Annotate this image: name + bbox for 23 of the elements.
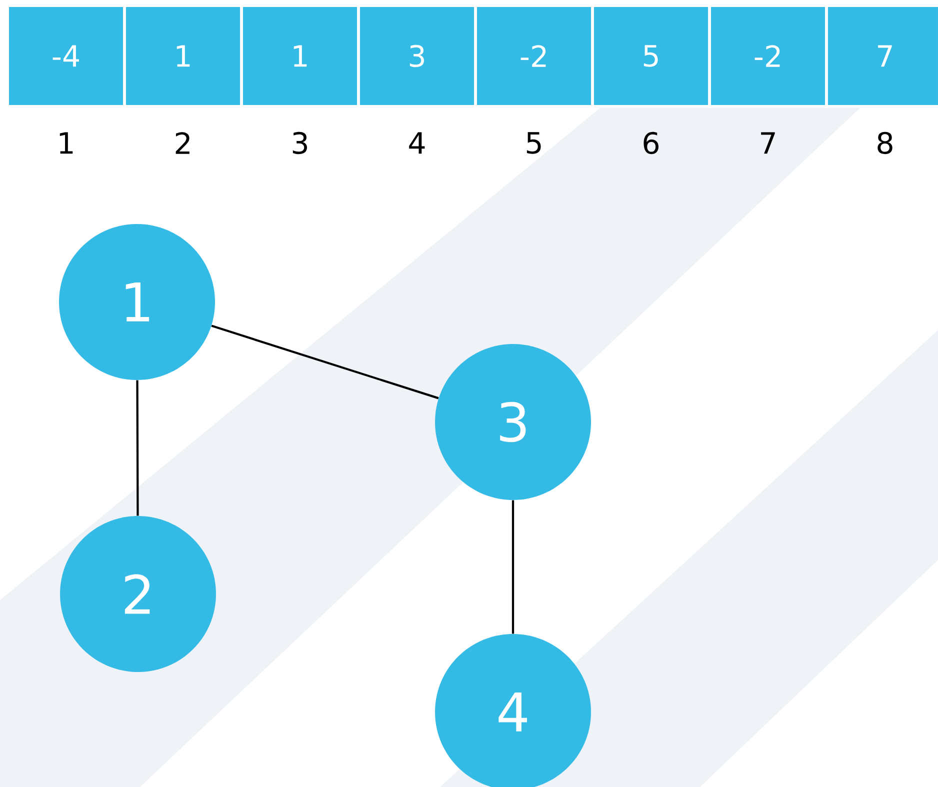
array-cell: 5 <box>592 5 710 107</box>
graph-vertex: 4 <box>435 634 591 787</box>
index-label: 7 <box>761 132 775 154</box>
graph-vertex: 3 <box>435 344 591 500</box>
connector-line <box>136 380 139 516</box>
index-label: 8 <box>878 132 892 154</box>
graph-vertex: 2 <box>60 516 216 672</box>
index-label: 1 <box>60 132 73 154</box>
array-cell: 1 <box>124 5 242 107</box>
array-cell: 3 <box>358 5 476 107</box>
index-label: 6 <box>644 132 658 154</box>
connector-line <box>512 500 514 634</box>
array-cell: -2 <box>475 5 593 107</box>
array-cell: -4 <box>7 5 125 107</box>
index-label: 2 <box>176 132 190 154</box>
array-cell: 1 <box>241 5 359 107</box>
connector-line <box>211 324 439 400</box>
array-cell: -2 <box>709 5 827 107</box>
graph-vertex: 1 <box>59 224 215 380</box>
array-cell: 7 <box>826 5 938 107</box>
index-label: 5 <box>526 132 541 154</box>
index-label: 4 <box>409 132 425 154</box>
index-label: 3 <box>292 132 307 154</box>
